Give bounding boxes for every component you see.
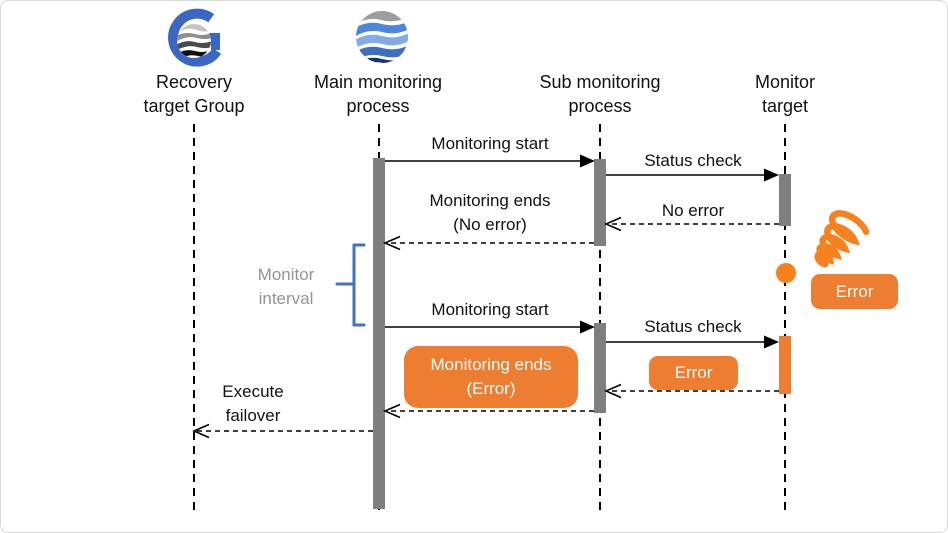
- actor-label-line: Main monitoring: [313, 72, 443, 92]
- message-label-monitoring-start-2: Monitoring start: [431, 300, 549, 319]
- box-label-line: Monitoring ends: [430, 355, 552, 374]
- actor-label-line: target Group: [143, 96, 245, 116]
- activation-bar-sub-2: [594, 323, 606, 413]
- wave-globe-logo: [356, 11, 408, 63]
- blue-wave-globe-icon: [356, 11, 408, 63]
- message-label-monitoring-start-1: Monitoring start: [431, 134, 549, 153]
- monitor-interval-line: Monitor: [257, 265, 315, 284]
- message-label-line: failover: [225, 406, 281, 425]
- activation-bar-sub-1: [594, 159, 606, 246]
- message-label-monitoring-ends-no-error: Monitoring ends (No error): [390, 189, 590, 237]
- actor-label-line: target: [761, 96, 809, 116]
- message-label-status-check-1: Status check: [644, 151, 742, 170]
- globe-g-logo: [168, 8, 222, 67]
- message-label-line: Execute: [222, 382, 284, 401]
- box-label-line: (Error): [466, 379, 516, 398]
- actor-header-recovery: Recovery target Group: [84, 70, 304, 118]
- actor-label-line: Monitor: [754, 72, 816, 92]
- actor-label-line: Sub monitoring: [539, 72, 661, 92]
- message-label-execute-failover: Execute failover: [193, 380, 313, 428]
- error-callout-box: Error: [811, 274, 898, 309]
- actor-label-line: process: [568, 96, 632, 116]
- error-spring-icon: [814, 210, 870, 268]
- actor-label-line: Recovery: [155, 72, 233, 92]
- arrow-monitoring-ends-no-error: [382, 235, 594, 251]
- activation-bar-target-1: [779, 174, 791, 226]
- box-label-line: Error: [674, 363, 713, 382]
- message-label-line: (No error): [453, 215, 527, 234]
- activation-bar-main: [373, 158, 385, 509]
- actor-label-line: process: [346, 96, 410, 116]
- actor-header-sub: Sub monitoring process: [490, 70, 710, 118]
- arrow-monitoring-start-2: [385, 320, 595, 334]
- actor-header-main: Main monitoring process: [268, 70, 488, 118]
- error-message-box: Error: [649, 356, 738, 390]
- activation-bar-target-2-error: [779, 336, 791, 394]
- message-label-no-error: No error: [661, 201, 725, 220]
- actor-header-target: Monitor target: [675, 70, 895, 118]
- monitor-interval-label: Monitor interval: [226, 263, 346, 311]
- monitor-interval-line: interval: [258, 289, 314, 308]
- arrow-monitoring-start-1: [385, 154, 595, 168]
- letter-g-icon: [168, 8, 222, 67]
- box-label-line: Error: [835, 281, 874, 301]
- message-label-line: Monitoring ends: [429, 191, 551, 210]
- message-label-status-check-2: Status check: [644, 317, 742, 336]
- error-dot-icon: [776, 263, 796, 283]
- gray-wave-globe-icon: [177, 24, 211, 58]
- monitoring-ends-error-box: Monitoring ends (Error): [404, 346, 578, 408]
